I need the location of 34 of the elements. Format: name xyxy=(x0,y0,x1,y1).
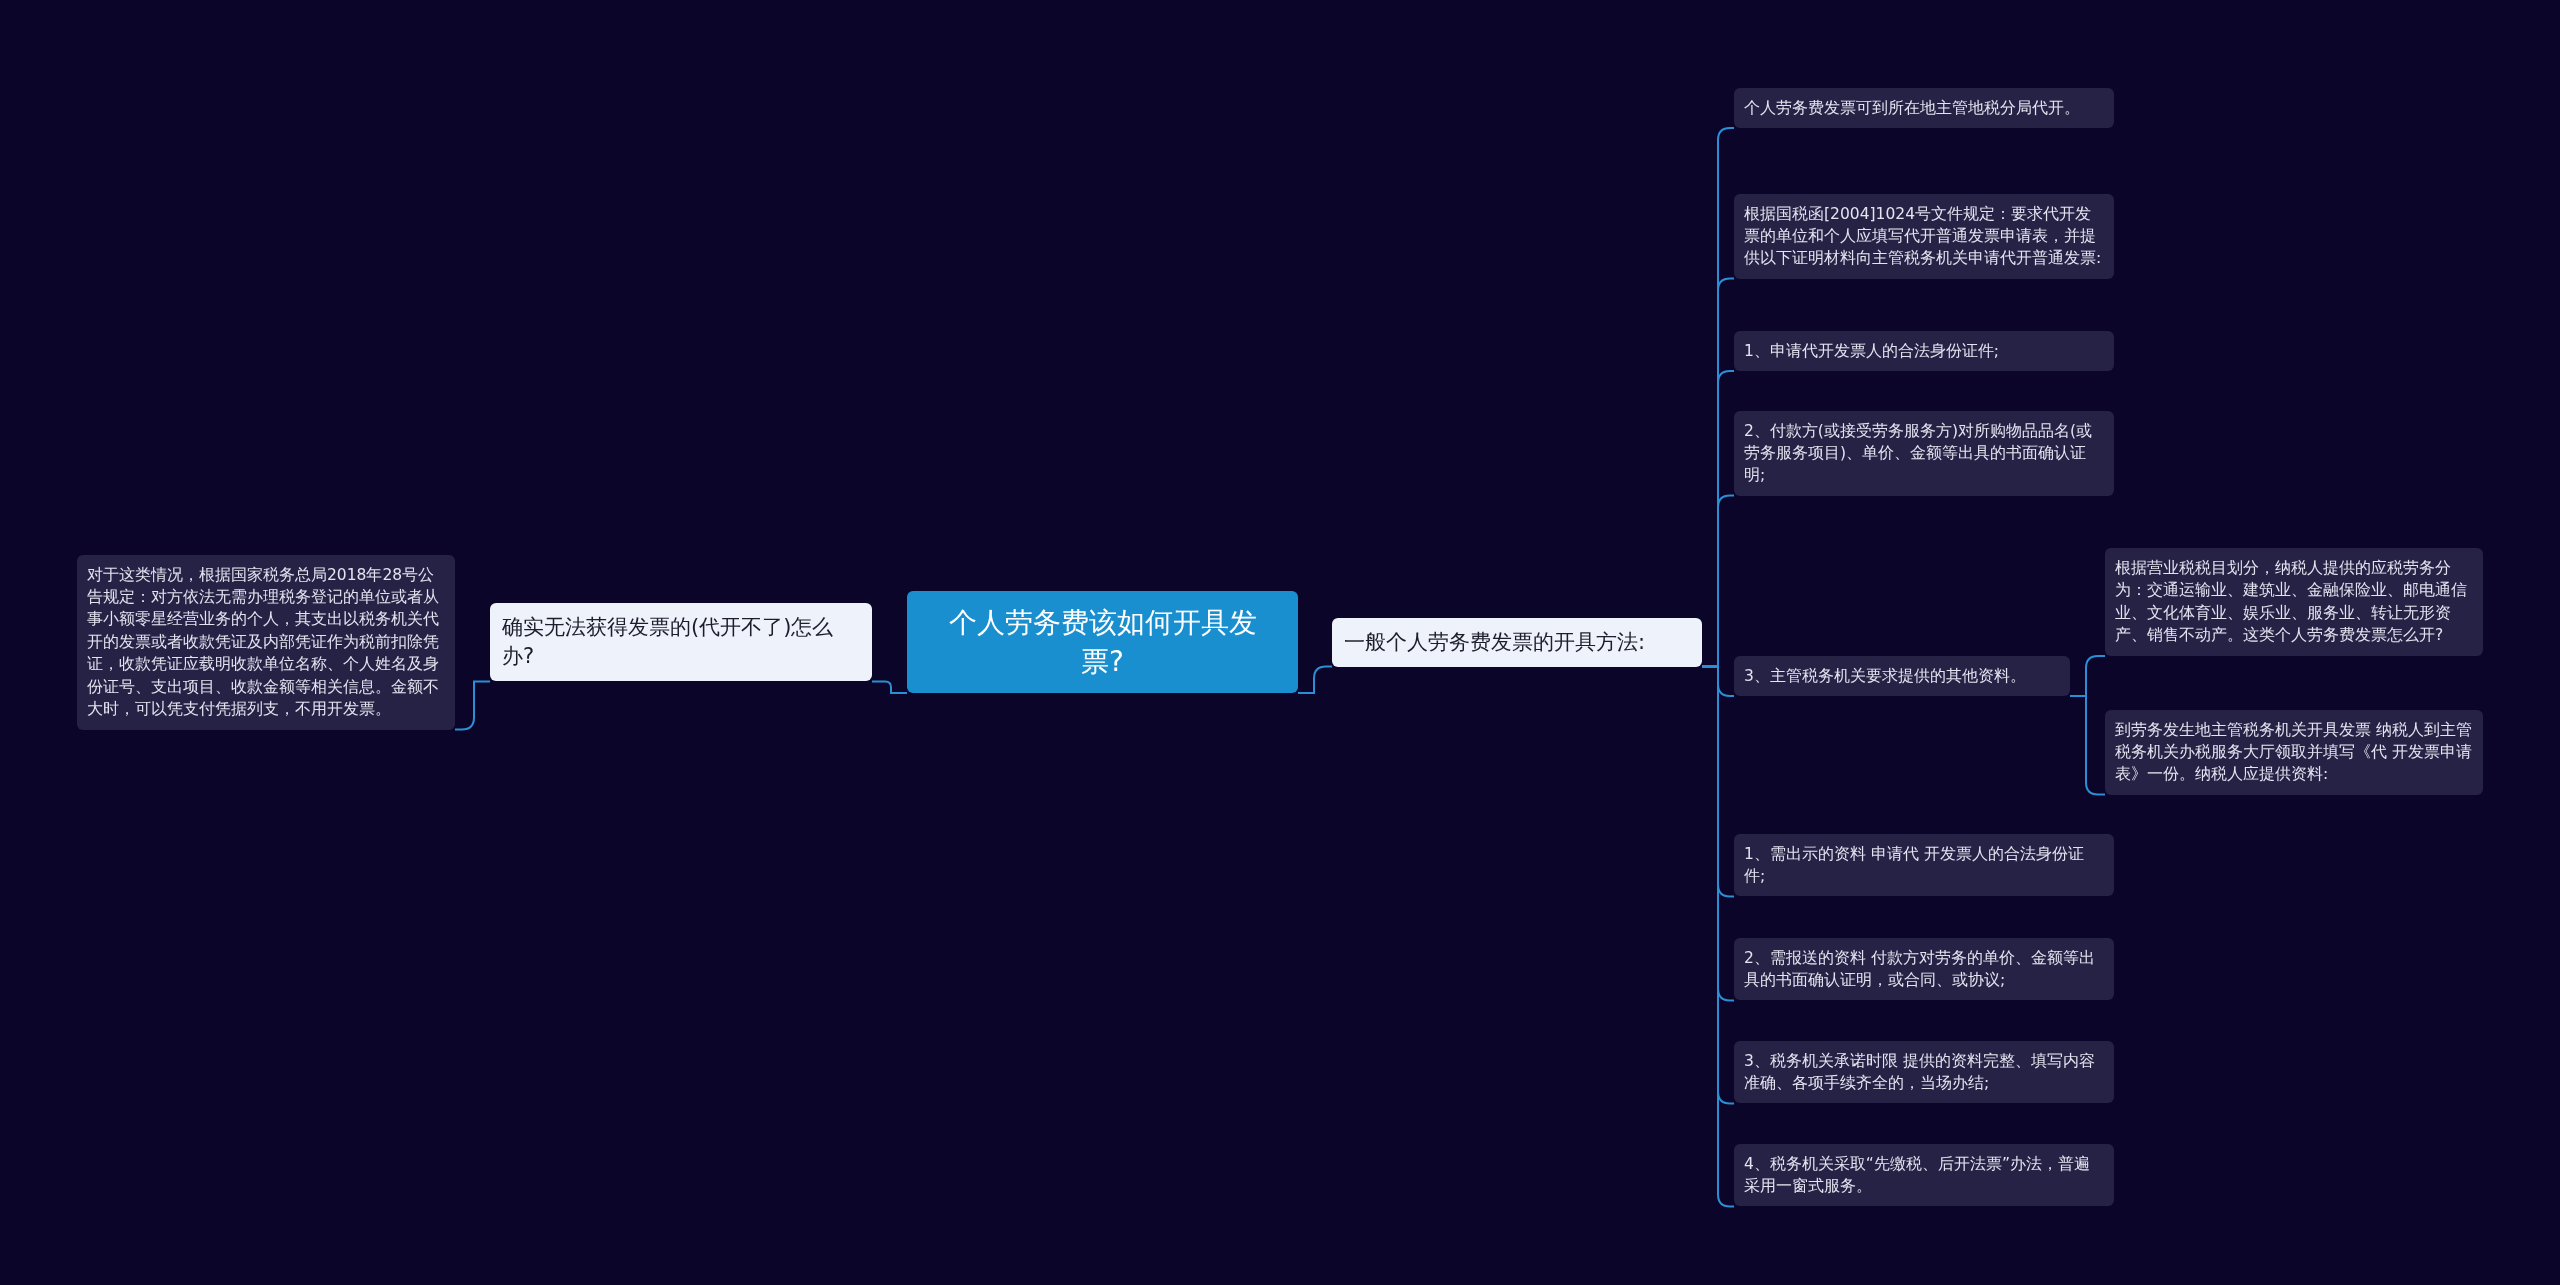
topic-box xyxy=(490,602,872,682)
topic-box xyxy=(1734,656,2070,697)
topic-box xyxy=(1332,617,1702,667)
topic-box xyxy=(77,554,455,730)
connector-line xyxy=(454,680,491,731)
node-text: 个人劳务费发票可到所在地主管地税分局代开。 xyxy=(1744,98,2081,119)
node-text: 4、税务机关采取“先缴税、后开法票”办法，普遍采用一窗式服务。 xyxy=(1744,1153,2091,1197)
topic-box xyxy=(1734,331,2114,372)
node-text: 1、需出示的资料 申请代 开发票人的合法身份证件; xyxy=(1744,843,2085,887)
node-text: 对于这类情况，根据国家税务总局2018年28号公告规定：对方依法无需办理税务登记的单位或者从事小额零星经营业务的个人，其支出以税务机关代开的发票或者收款凭证及内部凭证作为税前扣除凭证，收款凭证应载明收款单位名称、个人姓名及身份证号、支出项目、收款金额等相关信息。金额不大时，可以凭支付凭据列支，不用开发票。 xyxy=(87,564,440,721)
node-text: 一般个人劳务费发票的开具方法: xyxy=(1344,628,1647,656)
node-text: 根据营业税税目划分，纳税人提供的应税劳务分为：交通运输业、建筑业、金融保险业、邮电通信业、文化体育业、娱乐业、服务业、转让无形资产、销售不动产。这类个人劳务费发票怎么开? xyxy=(2115,558,2468,647)
connector-line xyxy=(1297,665,1333,694)
node-text: 3、税务机关承诺时限 提供的资料完整、填写内容准确、各项手续齐全的，当场办结; xyxy=(1744,1050,2096,1094)
node-text: 3、主管税务机关要求提供的其他资料。 xyxy=(1744,666,2027,687)
topic-box xyxy=(1734,833,2114,897)
connector-line xyxy=(2069,695,2106,796)
topic-box xyxy=(1734,937,2114,1001)
topic-box xyxy=(1734,88,2114,129)
node-text: 到劳务发生地主管税务机关开具发票 纳税人到主管税务机关办税服务大厅领取并填写《代 开发票申请表》一份。纳税人应提供资料: xyxy=(2115,719,2473,786)
topic-box xyxy=(1734,410,2114,496)
node-text: 2、付款方(或接受劳务服务方)对所购物品品名(或劳务服务项目)、单价、金额等出具的书面确认证明; xyxy=(1744,420,2093,487)
topic-box xyxy=(2105,709,2483,795)
topic-box xyxy=(1734,1143,2114,1207)
node-text: 根据国税函[2004]1024号文件规定：要求代开发票的单位和个人应填写代开普通发票申请表，并提供以下证明材料向主管税务机关申请代开普通发票: xyxy=(1744,203,2103,270)
node-text: 2、需报送的资料 付款方对劳务的单价、金额等出具的书面确认证明，或合同、或协议; xyxy=(1744,947,2096,991)
topic-box xyxy=(1734,193,2114,279)
topic-box xyxy=(2105,548,2483,656)
node-text: 1、申请代开发票人的合法身份证件; xyxy=(1744,341,2001,362)
node-text: 个人劳务费该如何开具发票? xyxy=(947,605,1258,681)
connector-line xyxy=(871,680,908,694)
topic-box xyxy=(1734,1040,2114,1104)
topic-box xyxy=(907,591,1298,694)
node-text: 确实无法获得发票的(代开不了)怎么办? xyxy=(502,613,835,670)
